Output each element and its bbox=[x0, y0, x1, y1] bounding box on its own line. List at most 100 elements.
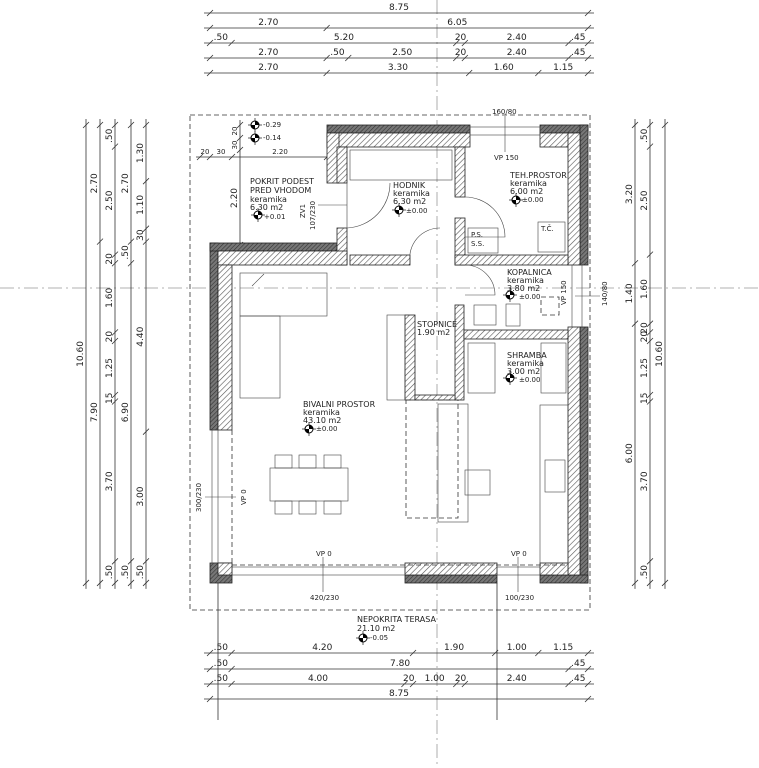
roof-outline bbox=[189, 114, 591, 611]
bath-window-vp: VP 150 bbox=[560, 280, 568, 305]
dimension-value: 8.75 bbox=[389, 3, 409, 13]
room-area: 21.10 m2 bbox=[357, 624, 395, 633]
dimension-tick bbox=[646, 251, 654, 258]
dimension-tick bbox=[565, 665, 572, 673]
room-floor: keramika bbox=[393, 189, 430, 198]
level-marker-icon bbox=[302, 422, 316, 436]
room-area: 6.30 m2 bbox=[393, 197, 426, 206]
dimension-value: 2.70 bbox=[258, 63, 278, 73]
dimension-tick bbox=[236, 121, 244, 129]
room-name: NEPOKRITA TERASA bbox=[357, 615, 436, 624]
dimension-tick bbox=[584, 9, 592, 17]
room-level: ±0.00 bbox=[519, 376, 540, 384]
dimension-value: 15 bbox=[640, 393, 650, 404]
dimension-value: .50 bbox=[136, 565, 146, 580]
dimension-value: 6.90 bbox=[121, 402, 131, 422]
dimension-value: 1.00 bbox=[507, 643, 527, 653]
dimension-tick bbox=[631, 579, 639, 587]
dimension-tick bbox=[344, 54, 352, 62]
dimension-value: 15 bbox=[105, 393, 115, 404]
dimension-tick bbox=[111, 558, 119, 565]
dimension-tick bbox=[142, 579, 150, 587]
top-window-size: 160/80 bbox=[492, 108, 517, 116]
dimension-value: 2.50 bbox=[392, 48, 412, 58]
dimension-tick bbox=[111, 121, 119, 129]
room-area: 6.00 m2 bbox=[510, 187, 543, 196]
dimension-value: 4.40 bbox=[136, 326, 146, 346]
dimension-tick bbox=[111, 251, 119, 258]
dimension-value: 7.80 bbox=[390, 659, 410, 669]
dimension-value: 1.90 bbox=[444, 643, 464, 653]
dimension-value: 20 bbox=[403, 674, 415, 684]
dimension-tick bbox=[127, 121, 135, 129]
dimension-value: 2.70 bbox=[90, 173, 100, 193]
dimension-value: 2.70 bbox=[258, 48, 278, 58]
level-step1: -0.29 bbox=[263, 121, 281, 129]
room-name: POKRIT PODEST bbox=[250, 177, 314, 186]
bottom-right-vp: VP 0 bbox=[511, 550, 527, 558]
level-marker-icon bbox=[503, 288, 517, 302]
dimension-tick bbox=[401, 680, 408, 688]
room-level: -0.05 bbox=[370, 634, 388, 642]
dimension-tick bbox=[228, 649, 235, 657]
dimension-tick bbox=[661, 579, 669, 587]
dimension-value: 1.60 bbox=[105, 288, 115, 308]
dimension-value: 20 bbox=[105, 253, 115, 265]
dimension-value: 2.40 bbox=[507, 48, 527, 58]
sofa bbox=[239, 272, 328, 317]
dimension-tick bbox=[646, 329, 654, 336]
room-level: ±0.00 bbox=[406, 207, 427, 215]
dimension-tick bbox=[584, 695, 592, 703]
dimension-value: 2.20 bbox=[272, 148, 288, 156]
room-name: STOPNICE bbox=[417, 320, 457, 329]
dimension-value: 2.70 bbox=[121, 173, 131, 193]
dimension-tick bbox=[206, 695, 214, 703]
room-stairs: STOPNICE 1.90 m2 bbox=[417, 320, 457, 337]
room-name: HODNIK bbox=[393, 181, 426, 190]
dimension-value: 1.25 bbox=[105, 358, 115, 378]
dimension-value: 6.05 bbox=[447, 18, 467, 28]
level-marker-icon bbox=[356, 631, 370, 645]
ps-label: P.S. bbox=[471, 231, 483, 239]
dimension-value: .50 bbox=[640, 565, 650, 580]
dimension-value: 20 bbox=[640, 331, 650, 343]
level-marker-icon bbox=[251, 208, 265, 222]
dimension-tick bbox=[206, 69, 214, 77]
dimension-value: .50 bbox=[214, 659, 229, 669]
dimension-value: .50 bbox=[214, 33, 229, 43]
level-marker-icon bbox=[248, 118, 262, 132]
dimension-value: .50 bbox=[640, 128, 650, 143]
dimension-tick bbox=[323, 69, 330, 77]
dimension-tick bbox=[127, 259, 135, 267]
dimension-tick bbox=[96, 238, 104, 245]
room-storage: SHRAMBA keramika 3.00 m2 ±0.00 bbox=[507, 351, 547, 384]
dimension-value: .50 bbox=[214, 643, 229, 653]
dining-table bbox=[269, 467, 349, 502]
dimension-value: 1.30 bbox=[136, 143, 146, 163]
dimension-tick bbox=[111, 398, 119, 405]
room-living: BIVALNI PROSTOR keramika 43.10 m2 ±0.00 bbox=[303, 400, 376, 433]
dimension-value: .50 bbox=[121, 245, 131, 260]
dimension-value: .50 bbox=[105, 128, 115, 143]
opening-labels: 160/80 VP 150 ZV1 107/230 VP 150 140/80 … bbox=[195, 108, 609, 602]
dimension-tick bbox=[461, 680, 469, 688]
dimension-value: 2.70 bbox=[258, 18, 278, 28]
level-step2: -0.14 bbox=[263, 134, 282, 142]
dimension-tick bbox=[96, 579, 104, 587]
dimension-tick bbox=[206, 39, 214, 47]
dimension-value: 2.50 bbox=[640, 190, 650, 210]
room-floor: keramika bbox=[303, 408, 340, 417]
dimension-tick bbox=[646, 143, 654, 150]
room-area: 3.80 m2 bbox=[507, 284, 540, 293]
dimension-tick bbox=[127, 238, 135, 245]
dimension-tick bbox=[584, 69, 592, 77]
level-marker-icon bbox=[503, 371, 517, 385]
dimension-value: .50 bbox=[330, 48, 345, 58]
room-area: 6.30 m2 bbox=[250, 203, 283, 212]
room-level: ±0.00 bbox=[522, 196, 543, 204]
walls bbox=[209, 124, 589, 584]
dimension-tick bbox=[565, 54, 572, 62]
dimension-tick bbox=[646, 398, 654, 405]
dimension-tick bbox=[535, 69, 542, 77]
openings bbox=[211, 126, 583, 576]
